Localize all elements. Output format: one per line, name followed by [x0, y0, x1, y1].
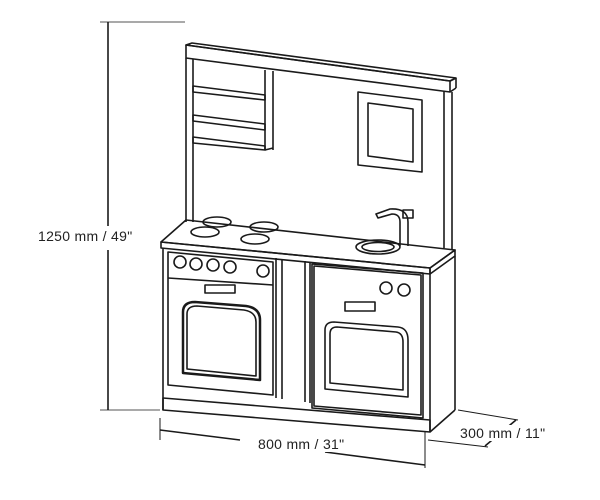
sink [355, 239, 401, 255]
height-dimension-label: 1250 mm / 49" [38, 228, 133, 244]
stove-burners [190, 216, 279, 245]
width-dimension-label: 800 mm / 31" [258, 436, 345, 452]
faucet [375, 208, 414, 246]
countertop [160, 219, 456, 275]
left-oven [167, 251, 274, 396]
kitchen-base [162, 248, 456, 433]
right-oven [311, 263, 424, 419]
wall-mirror [357, 91, 423, 173]
width-dimension-line [159, 418, 426, 468]
wall-shelf [192, 70, 274, 151]
depth-dimension-label: 300 mm / 11" [460, 425, 546, 441]
height-dimension-line [100, 21, 185, 411]
